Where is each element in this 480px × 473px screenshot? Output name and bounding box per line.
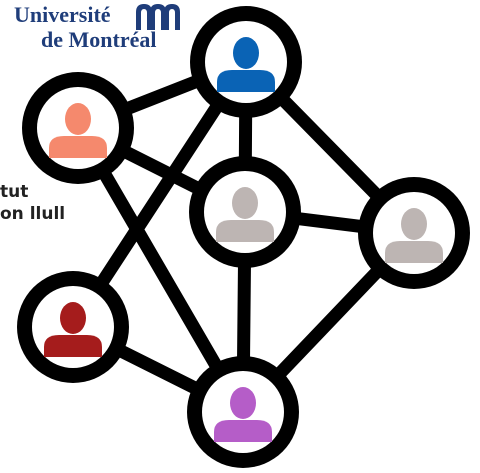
node-center <box>189 156 301 268</box>
person-icon <box>44 302 102 357</box>
node-upper-left <box>22 72 134 184</box>
person-icon <box>216 187 274 242</box>
person-icon <box>385 208 443 263</box>
university-name-line2: de Montréal <box>41 27 157 52</box>
partner-text-line2: on llull <box>0 204 66 224</box>
person-icon <box>214 387 272 442</box>
node-bottom <box>187 356 299 468</box>
udem-arches-icon <box>136 4 180 30</box>
person-icon <box>49 103 107 158</box>
partner-text-line1: tut <box>0 182 29 202</box>
network-nodes <box>17 6 470 468</box>
node-top <box>190 6 302 118</box>
node-lower-left <box>17 271 129 383</box>
node-right <box>358 177 470 289</box>
person-icon <box>217 37 275 92</box>
university-name-line1: Université <box>14 2 111 27</box>
